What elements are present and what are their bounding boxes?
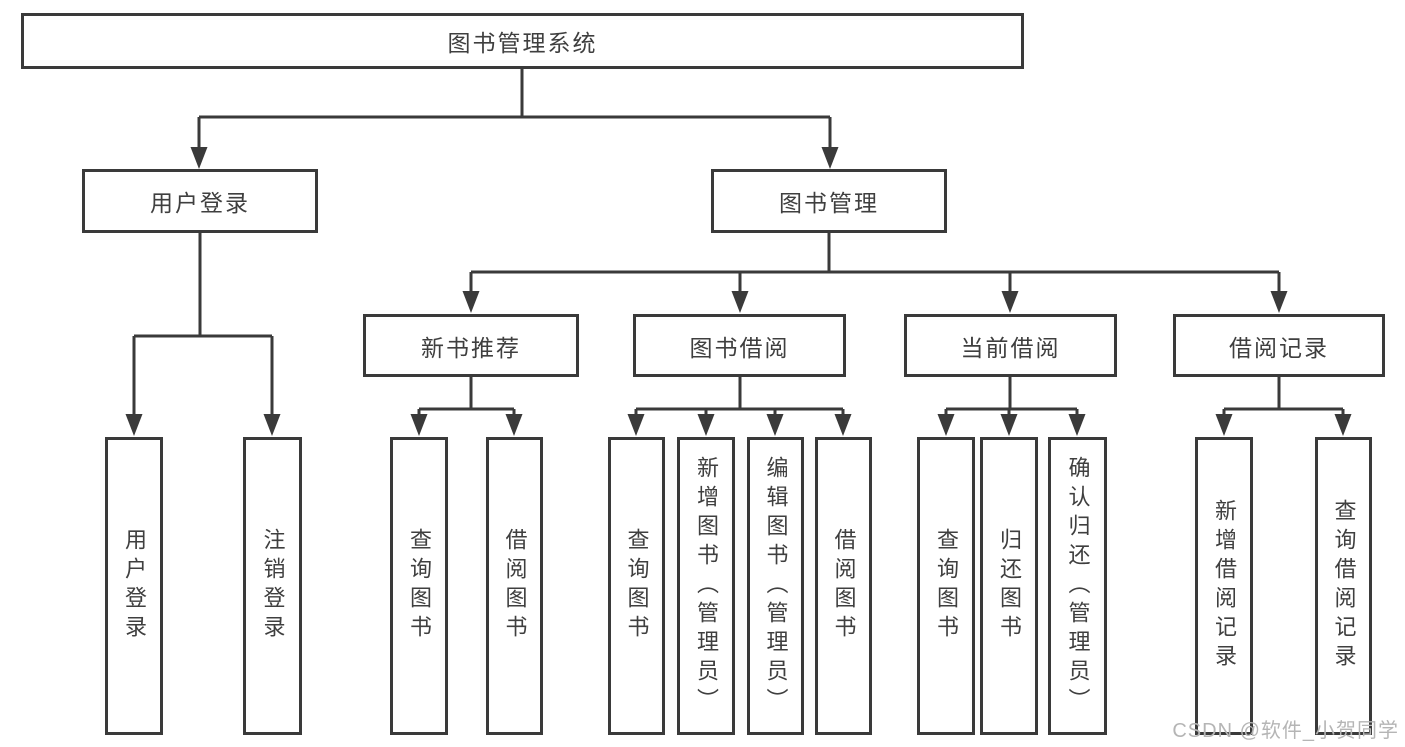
leaf-cb-confirm-return-admin: 确认归还（管理员） — [1048, 437, 1107, 735]
node-library-management-system: 图书管理系统 — [21, 13, 1024, 69]
csdn-watermark: CSDN @软件_小贺同学 — [1172, 720, 1399, 742]
leaf-br-query-record: 查询借阅记录 — [1315, 437, 1372, 735]
leaf-bb-borrow-books-label: 借阅图书 — [831, 528, 857, 644]
node-current-borrow: 当前借阅 — [904, 314, 1117, 377]
leaf-nbr-borrow-books-label: 借阅图书 — [502, 528, 528, 644]
leaf-br-add-record-label: 新增借阅记录 — [1212, 499, 1237, 673]
leaf-cb-query-books-label: 查询图书 — [934, 528, 959, 644]
leaf-bb-borrow-books: 借阅图书 — [815, 437, 872, 735]
leaf-cb-return-books: 归还图书 — [980, 437, 1038, 735]
leaf-user-login: 用户登录 — [105, 437, 163, 735]
leaf-user-login-label: 用户登录 — [122, 528, 147, 644]
node-book-borrow: 图书借阅 — [633, 314, 846, 377]
node-user-login-label: 用户登录 — [150, 190, 250, 216]
leaf-logout: 注销登录 — [243, 437, 302, 735]
node-book-borrow-label: 图书借阅 — [689, 334, 790, 361]
leaf-nbr-borrow-books: 借阅图书 — [486, 437, 543, 735]
leaf-bb-edit-books-admin: 编辑图书（管理员） — [747, 437, 804, 735]
leaf-logout-label: 注销登录 — [260, 528, 286, 644]
node-user-login: 用户登录 — [82, 169, 318, 233]
node-current-borrow-label: 当前借阅 — [960, 334, 1061, 361]
node-book-manage: 图书管理 — [711, 169, 947, 233]
leaf-bb-query-books: 查询图书 — [608, 437, 665, 735]
leaf-cb-return-books-label: 归还图书 — [997, 528, 1022, 644]
node-new-book-recommend-label: 新书推荐 — [421, 334, 521, 361]
node-book-manage-label: 图书管理 — [779, 190, 879, 216]
node-library-management-system-label: 图书管理系统 — [447, 30, 598, 56]
leaf-br-add-record: 新增借阅记录 — [1195, 437, 1253, 735]
leaf-br-query-record-label: 查询借阅记录 — [1331, 499, 1357, 673]
leaf-cb-query-books: 查询图书 — [917, 437, 975, 735]
leaf-cb-confirm-return-admin-label: 确认归还（管理员） — [1065, 455, 1091, 717]
leaf-bb-query-books-label: 查询图书 — [624, 528, 650, 644]
node-new-book-recommend: 新书推荐 — [363, 314, 579, 377]
node-borrow-records: 借阅记录 — [1173, 314, 1385, 377]
leaf-bb-edit-books-admin-label: 编辑图书（管理员） — [763, 455, 789, 717]
leaf-bb-add-books-admin-label: 新增图书（管理员） — [694, 455, 719, 717]
node-borrow-records-label: 借阅记录 — [1229, 334, 1329, 361]
leaf-nbr-query-books: 查询图书 — [390, 437, 448, 735]
leaf-nbr-query-books-label: 查询图书 — [407, 528, 432, 644]
leaf-bb-add-books-admin: 新增图书（管理员） — [677, 437, 735, 735]
